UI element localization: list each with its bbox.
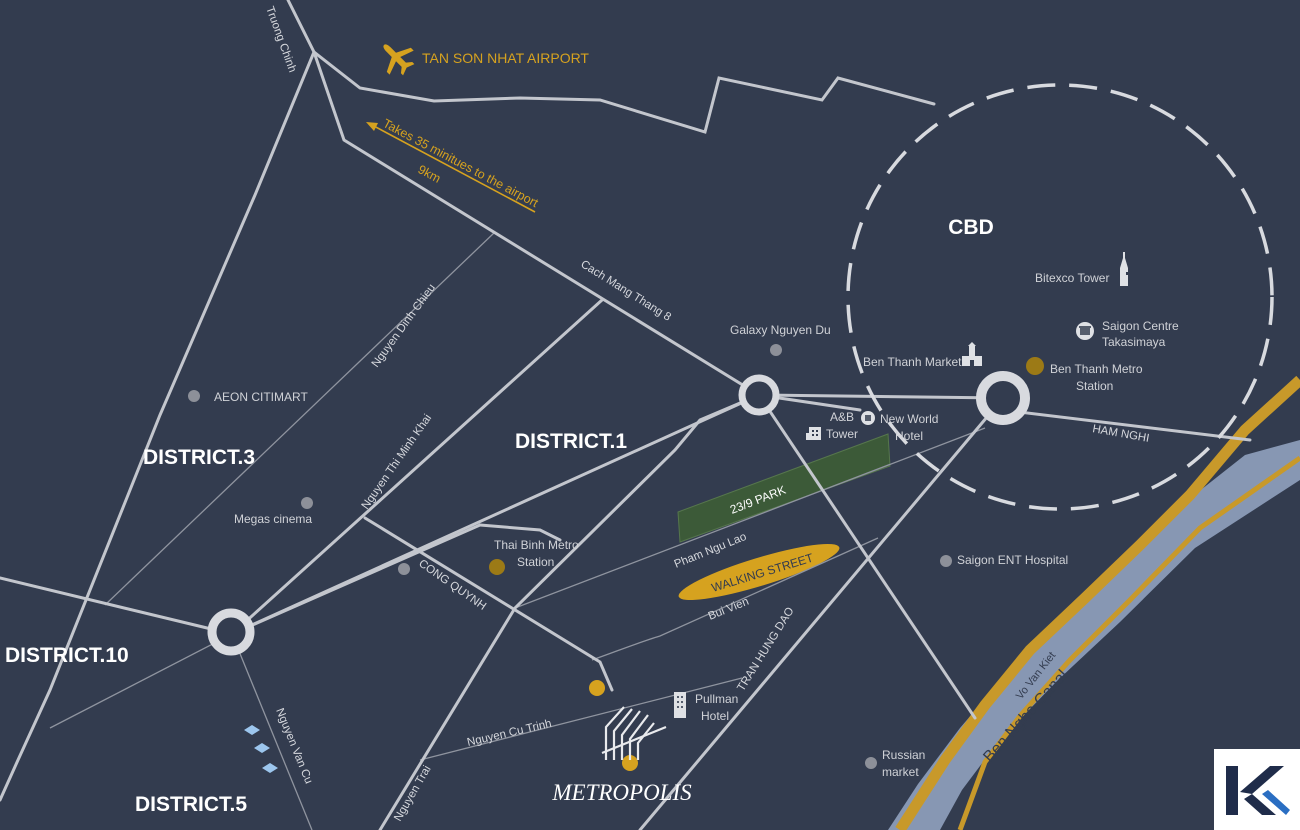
district-1-label: DISTRICT.1 <box>515 430 627 453</box>
poi-saigon-centre-label: Saigon Centre <box>1102 319 1179 333</box>
galaxy-marker <box>770 344 782 356</box>
road-airport-boundary <box>286 0 936 134</box>
airplane-icon <box>383 44 415 76</box>
gold-marker-1 <box>589 680 605 696</box>
road-bui-vien <box>591 537 879 661</box>
poi-saigon-ent-label: Saigon ENT Hospital <box>957 553 1068 567</box>
road-label-nguyen-van-cu: Nguyen Van Cu <box>273 707 314 786</box>
hotel-icon <box>861 411 875 425</box>
road-district10-west <box>0 576 234 636</box>
poi-russian-market-label: market <box>882 765 919 779</box>
road-le-lai <box>757 393 1005 400</box>
road-cong-quynh <box>363 516 614 692</box>
road-nguyen-thai-hoc <box>757 393 977 720</box>
road-label-nguyen-cu-trinh: Nguyen Cu Trinh <box>466 718 553 749</box>
market-icon <box>962 342 982 366</box>
poi-thai-binh-station-label: Station <box>517 555 554 569</box>
roundabout-ben-thanh <box>976 371 1030 425</box>
road-ham-nghi <box>1001 408 1252 442</box>
corner-logo <box>1214 749 1300 830</box>
thai-binh-metro-marker <box>489 559 505 575</box>
ben-thanh-metro-marker <box>1026 357 1044 375</box>
south-bank <box>957 455 1300 830</box>
roundabout-cmt8 <box>738 374 780 416</box>
department-store-icon <box>1076 322 1094 340</box>
poi-new-world-label: New World <box>880 412 938 426</box>
road-nguyen-van-cu <box>231 633 313 830</box>
poi-ben-thanh-station-label: Station <box>1076 379 1113 393</box>
pullman-hotel-icon <box>674 692 686 718</box>
office-building-icon <box>806 427 821 440</box>
poi-aeon-label: AEON CITIMART <box>214 390 308 404</box>
roundabout-district10 <box>207 608 255 656</box>
district-10-label: DISTRICT.10 <box>5 644 129 667</box>
poi-thai-binh-label: Thai Binh Metro <box>494 538 579 552</box>
airport-direction-arrow <box>366 122 536 213</box>
poi-ben-thanh-market-label: Ben Thanh Market <box>863 355 962 369</box>
road-label-nguyen-trai: Nguyen Trai <box>392 764 433 824</box>
poi-takasimaya-label: Takasimaya <box>1102 335 1166 349</box>
walking-street-area <box>678 544 840 600</box>
road-truong-chinh <box>0 50 316 802</box>
road-nguyen-trai-curve <box>378 393 761 830</box>
cbd-label: CBD <box>948 216 994 239</box>
project-name: METROPOLIS <box>551 780 692 805</box>
road-label-bui-vien: Bui Vien <box>707 596 751 623</box>
roundabouts <box>207 371 1030 656</box>
gold-marker-2 <box>622 755 638 771</box>
road-sw-thin <box>49 633 233 729</box>
road-label-truong-chinh: Truong Chinh <box>263 5 298 74</box>
airport-duration-label: Takes 35 minitues to the airport <box>381 116 541 210</box>
poi-galaxy-label: Galaxy Nguyen Du <box>730 323 831 337</box>
graduation-cap-icon <box>244 725 278 773</box>
road-pham-ngu-lao <box>514 427 986 609</box>
district-3-label: DISTRICT.3 <box>143 446 255 469</box>
road-nguyen-dinh-chieu <box>104 231 496 606</box>
airport-distance-label: 9km <box>416 162 443 185</box>
aeon-marker <box>188 390 200 402</box>
cong-quynh-marker <box>398 563 410 575</box>
road-nguyen-thi-minh-khai <box>230 298 604 636</box>
poi-bitexco-label: Bitexco Tower <box>1035 271 1109 285</box>
road-label-nguyen-dinh-chieu: Nguyen Dinh Chieu <box>370 282 438 370</box>
road-thai-binh <box>230 523 482 636</box>
megas-marker <box>301 497 313 509</box>
road-to-airport <box>312 50 761 397</box>
road-tran-hung-dao <box>638 396 1005 830</box>
tower-icon <box>1120 252 1130 286</box>
russian-market-marker <box>865 757 877 769</box>
airport-label: TAN SON NHAT AIRPORT <box>422 50 589 66</box>
poi-pullman-label: Pullman <box>695 692 738 706</box>
major-roads <box>0 0 1252 830</box>
poi-markers <box>188 344 1044 771</box>
road-thai-binh-2 <box>478 523 562 542</box>
metropolis-logo: METROPOLIS <box>551 706 692 805</box>
canal <box>888 375 1300 830</box>
park-area <box>677 433 891 543</box>
poi-ben-thanh-metro-label: Ben Thanh Metro <box>1050 362 1143 376</box>
minor-roads <box>49 231 986 830</box>
poi-new-world-hotel-label: Hotel <box>895 429 923 443</box>
poi-russian-label: Russian <box>882 748 925 762</box>
cbd-zone <box>846 83 1274 511</box>
poi-ab-label: A&B <box>830 410 854 424</box>
road-nguyen-cu-trinh <box>419 677 743 761</box>
poi-pullman-hotel-label: Hotel <box>701 709 729 723</box>
vo-van-kiet-bank <box>895 375 1300 830</box>
poi-megas-label: Megas cinema <box>234 512 312 526</box>
saigon-ent-marker <box>940 555 952 567</box>
poi-ab-tower-label: Tower <box>826 427 858 441</box>
district-5-label: DISTRICT.5 <box>135 793 247 816</box>
